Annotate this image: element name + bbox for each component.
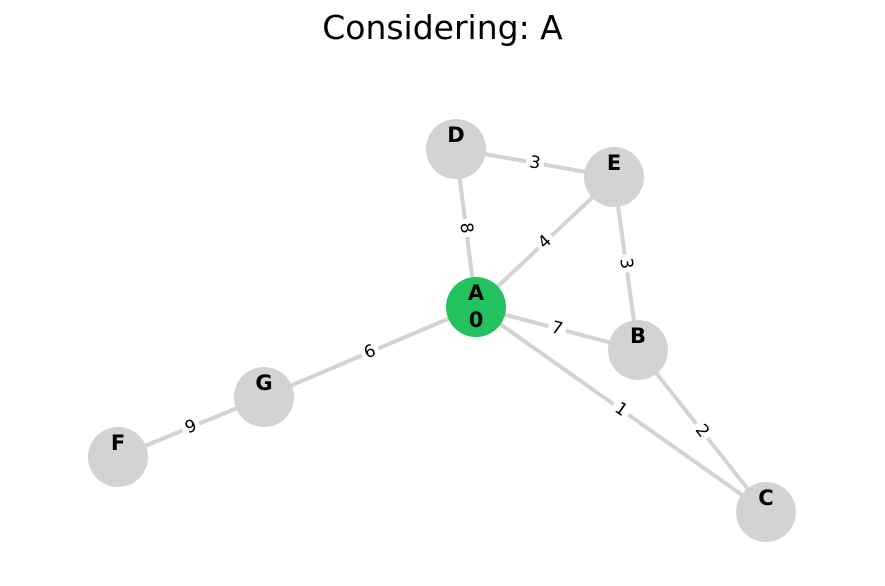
edge-weight-background <box>607 396 635 423</box>
edge-weight-background <box>357 339 383 365</box>
node-label: C <box>758 486 773 510</box>
node-label: E <box>607 151 621 175</box>
node-label: D <box>447 123 464 147</box>
nodes-layer: A 0B C D E F G <box>88 119 796 542</box>
edge-weight-label: 7 <box>549 317 565 339</box>
node-g[interactable] <box>234 367 294 427</box>
edge-weight-label: 3 <box>615 257 636 270</box>
node-b[interactable] <box>608 320 668 380</box>
edge-weight-background <box>454 217 478 239</box>
edge-weight-background <box>531 228 559 256</box>
node-f[interactable] <box>88 427 148 487</box>
node-label: B <box>630 324 646 348</box>
node-a[interactable] <box>446 277 506 337</box>
node-label: F <box>111 431 125 455</box>
node-d[interactable] <box>426 119 486 179</box>
edge-weight-background <box>545 316 569 341</box>
edges-layer <box>117 147 768 514</box>
node-label: G <box>255 371 272 395</box>
node-label: A <box>468 281 485 305</box>
edge-weight-background <box>614 253 638 274</box>
edge-weight-background <box>688 417 716 445</box>
edge-weight-label: 3 <box>528 152 542 174</box>
edge-weight-background <box>178 414 204 440</box>
node-e[interactable] <box>584 147 644 207</box>
diagram-title: Considering: A <box>322 8 563 47</box>
edge-weight-label: 8 <box>455 221 476 234</box>
edge-weight-background <box>524 151 546 175</box>
node-c[interactable] <box>736 482 796 542</box>
node-distance: 0 <box>469 308 484 332</box>
